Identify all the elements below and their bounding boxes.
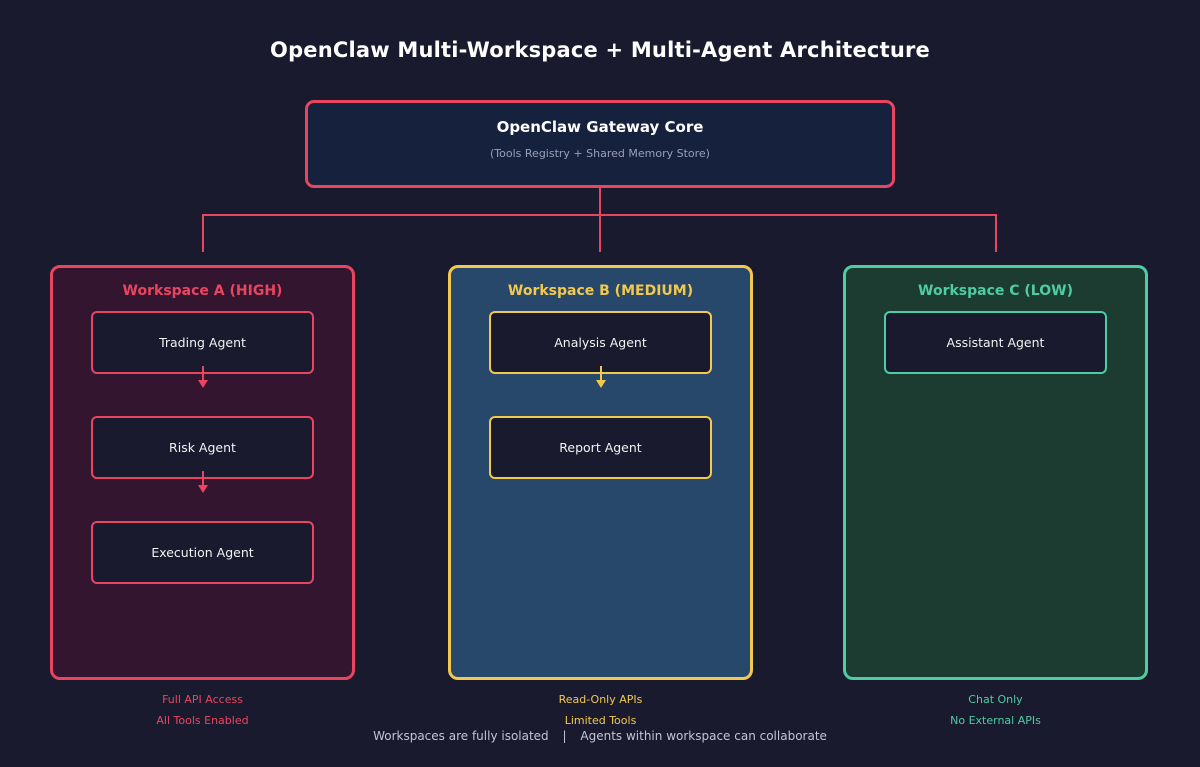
workspace-title-a: Workspace A (HIGH) xyxy=(122,283,283,299)
workspace-box-c: Workspace C (LOW) Assistant Agent xyxy=(843,265,1148,680)
workspace-note: Read-Only APIs xyxy=(558,693,643,706)
workspace-note: Chat Only xyxy=(968,693,1023,706)
workspace-note: Limited Tools xyxy=(564,714,637,727)
workspace-column-c: Workspace C (LOW) Assistant Agent Chat O… xyxy=(843,265,1148,731)
arrow-shaft xyxy=(599,366,602,380)
agent-box-report-agent: Report Agent xyxy=(489,416,712,479)
agent-label: Execution Agent xyxy=(151,545,254,560)
arrow-shaft xyxy=(201,471,204,485)
flow-arrow-icon xyxy=(197,471,208,493)
gateway-core-box: OpenClaw Gateway Core (Tools Registry + … xyxy=(305,100,895,188)
workspace-note: No External APIs xyxy=(950,714,1041,727)
agent-box-trading-agent: Trading Agent xyxy=(91,311,314,374)
arrow-head xyxy=(197,380,208,388)
agent-box-analysis-agent: Analysis Agent xyxy=(489,311,712,374)
footer-right: Agents within workspace can collaborate xyxy=(580,729,827,743)
connector-drop-right xyxy=(995,214,997,252)
footer-divider: | xyxy=(562,729,567,743)
page-title: OpenClaw Multi-Workspace + Multi-Agent A… xyxy=(270,38,930,62)
arrow-head xyxy=(595,380,606,388)
workspace-note: Full API Access xyxy=(162,693,243,706)
agent-label: Assistant Agent xyxy=(946,335,1045,350)
agent-label: Trading Agent xyxy=(159,335,246,350)
agent-box-execution-agent: Execution Agent xyxy=(91,521,314,584)
gateway-subtitle: (Tools Registry + Shared Memory Store) xyxy=(490,147,710,160)
workspace-title-c: Workspace C (LOW) xyxy=(918,283,1073,299)
arrow-head xyxy=(197,485,208,493)
flow-arrow-icon xyxy=(595,366,606,388)
workspace-note: All Tools Enabled xyxy=(156,714,249,727)
workspace-notes-c: Chat Only No External APIs xyxy=(843,689,1148,731)
agent-box-assistant-agent: Assistant Agent xyxy=(884,311,1107,374)
footer-note: Workspaces are fully isolated | Agents w… xyxy=(0,729,1200,743)
agent-label: Report Agent xyxy=(559,440,642,455)
connector-stem xyxy=(599,188,601,215)
agent-label: Analysis Agent xyxy=(554,335,647,350)
footer-left: Workspaces are fully isolated xyxy=(373,729,549,743)
connector-drop-left xyxy=(202,214,204,252)
agent-label: Risk Agent xyxy=(169,440,236,455)
arrow-shaft xyxy=(201,366,204,380)
connector-drop-center xyxy=(599,214,601,252)
agent-box-risk-agent: Risk Agent xyxy=(91,416,314,479)
workspace-title-b: Workspace B (MEDIUM) xyxy=(507,283,694,299)
flow-arrow-icon xyxy=(197,366,208,388)
gateway-title: OpenClaw Gateway Core xyxy=(496,118,704,136)
